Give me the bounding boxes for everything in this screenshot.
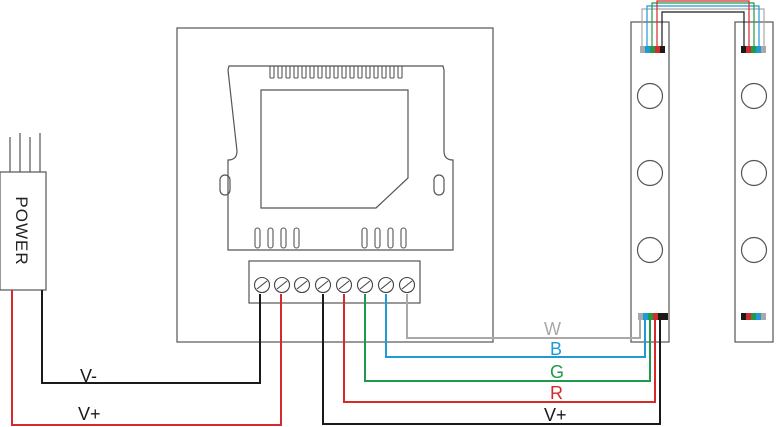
label-b: B [550, 339, 562, 359]
label-v-minus: V- [80, 366, 97, 386]
led [636, 82, 664, 110]
wire-w [406, 294, 641, 339]
power-label: POWER [12, 196, 31, 265]
wire-r [343, 294, 656, 403]
wire-v-plus-power [11, 290, 282, 426]
left-mount-slot [219, 174, 231, 196]
led [740, 159, 768, 187]
label-g: G [550, 362, 564, 382]
right-mount-slot [433, 174, 445, 196]
strip1-bottom-pins [638, 313, 668, 320]
label-w: W [544, 319, 561, 339]
strip2-top-pins [741, 46, 766, 53]
power-supply: POWER [0, 133, 47, 291]
wire-v-minus [41, 290, 261, 384]
label-v-plus-power: V+ [78, 404, 101, 424]
controller-panel [176, 27, 494, 343]
strip2-bottom-pins [741, 313, 766, 320]
led [740, 82, 768, 110]
heatsink-fins [269, 66, 403, 79]
led-strip-2 [734, 21, 774, 343]
terminal-screws [253, 276, 416, 294]
led-strip-1 [630, 21, 670, 343]
label-r: R [550, 383, 563, 403]
led [636, 159, 664, 187]
wire-g [364, 294, 651, 382]
wire-v-plus-strip [322, 294, 661, 425]
led [636, 236, 664, 264]
label-v-plus-strip: V+ [544, 405, 567, 425]
strip1-top-pins [640, 46, 665, 53]
strip-jumper-wires [641, 0, 765, 46]
wire-b [385, 294, 646, 358]
led [740, 236, 768, 264]
vents [254, 227, 407, 249]
